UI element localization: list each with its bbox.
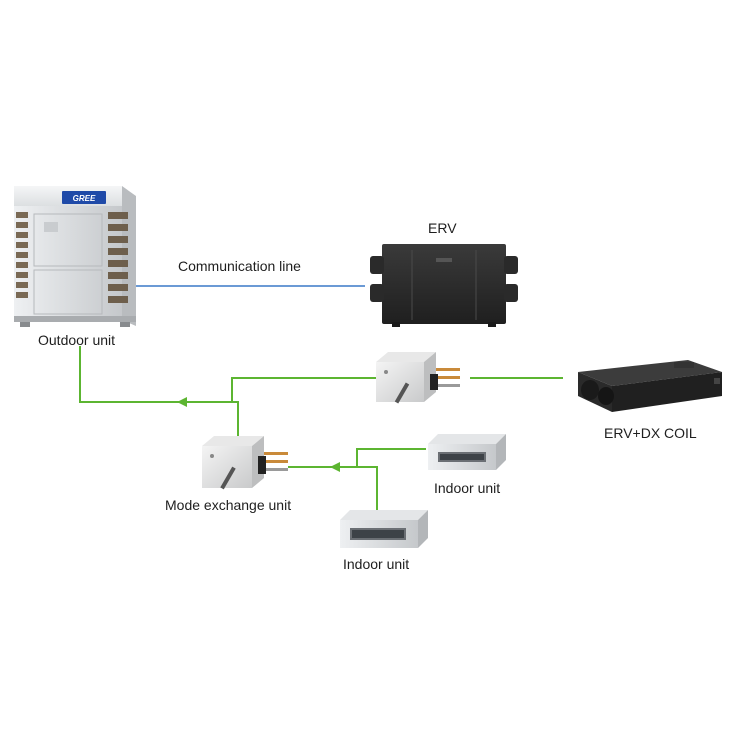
flow-arrow-icon bbox=[177, 397, 187, 407]
indoor-unit-2-label: Indoor unit bbox=[343, 556, 410, 572]
communication-line-label: Communication line bbox=[178, 258, 301, 274]
flow-arrow-icon bbox=[330, 462, 340, 472]
erv-unit-image bbox=[370, 244, 518, 327]
erv-label: ERV bbox=[428, 220, 457, 236]
erv-dx-coil-unit-image bbox=[578, 360, 722, 412]
mode-exchange-unit-lower-image bbox=[202, 436, 288, 490]
mode-exchange-unit-upper-image bbox=[376, 352, 460, 404]
indoor-unit-1-image bbox=[428, 434, 506, 470]
refrigerant-piping bbox=[79, 346, 563, 512]
brand-logo: GREE bbox=[73, 194, 96, 203]
outdoor-unit-image: GREE bbox=[14, 186, 136, 327]
indoor-unit-2-image bbox=[340, 510, 428, 548]
mode-exchange-unit-label: Mode exchange unit bbox=[165, 497, 292, 513]
outdoor-unit-label: Outdoor unit bbox=[38, 332, 116, 348]
erv-dx-coil-label: ERV+DX COIL bbox=[604, 425, 697, 441]
indoor-unit-1-label: Indoor unit bbox=[434, 480, 501, 496]
